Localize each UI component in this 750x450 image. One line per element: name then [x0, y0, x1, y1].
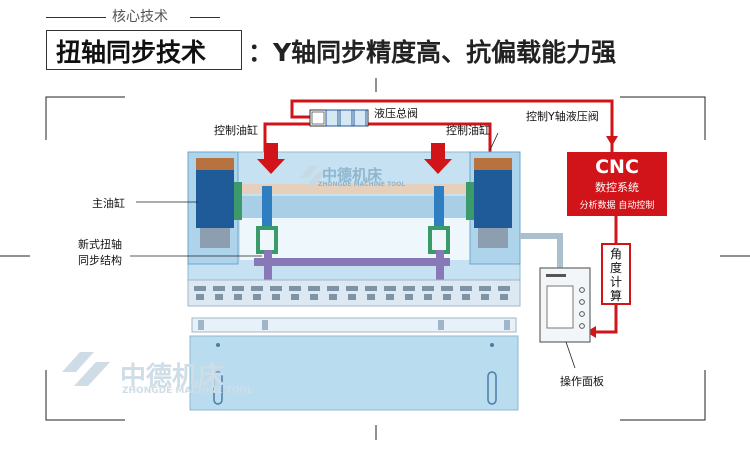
clamp-block [196, 294, 204, 300]
clamp-bar [187, 279, 521, 307]
right-main-cylinder [466, 158, 512, 248]
angle-calc-char: 计 [609, 275, 622, 289]
angle-calc-box: 角 度 计 算 [601, 243, 631, 305]
clamp-block [481, 294, 489, 300]
clamp-block [329, 294, 337, 300]
clamp-block [443, 294, 451, 300]
clamp-block [234, 294, 242, 300]
clamp-slot [498, 286, 510, 291]
clamp-block [272, 294, 280, 300]
label-torsion-line1: 新式扭轴 [78, 238, 122, 251]
clamp-slot [346, 286, 358, 291]
clamp-slot [270, 286, 282, 291]
clamp-block [253, 294, 261, 300]
label-torsion-line2: 同步结构 [78, 254, 122, 267]
clamp-block [310, 294, 318, 300]
clamp-slot [479, 286, 491, 291]
title-box [46, 30, 242, 70]
clamp-block [215, 294, 223, 300]
cnc-box: CNC 数控系统 分析数据 自动控制 [567, 152, 667, 216]
watermark-cn-large: 中德机床 [120, 362, 225, 392]
clamp-slot [441, 286, 453, 291]
tag-line-right [190, 17, 220, 18]
left-main-cylinder [196, 158, 242, 248]
hydraulic-lines [263, 99, 618, 334]
clamp-block [367, 294, 375, 300]
clamp-slot [460, 286, 472, 291]
clamp-block [500, 294, 508, 300]
title-rest: ：Y轴同步精度高、抗偏载能力强 [248, 38, 617, 67]
clamp-block [386, 294, 394, 300]
arrow-to-cnc [606, 136, 618, 146]
clamp-block [405, 294, 413, 300]
clamp-block [348, 294, 356, 300]
clamp-slot [251, 286, 263, 291]
tag-line-left [46, 17, 106, 18]
clamp-block [424, 294, 432, 300]
label-control-cylinder-right: 控制油缸 [446, 124, 490, 137]
clamp-slot [384, 286, 396, 291]
main-valve-block [309, 109, 369, 127]
label-control-cylinder-left: 控制油缸 [214, 124, 258, 137]
label-main-cylinder: 主油缸 [92, 197, 125, 210]
corner-brackets [0, 78, 750, 440]
angle-calc-char: 角 [609, 247, 622, 261]
clamp-slot [308, 286, 320, 291]
clamp-block [291, 294, 299, 300]
watermark-en-large: ZHONGDE MACHINE TOOL [122, 386, 253, 396]
arrow-to-panel [586, 326, 596, 338]
cnc-title: CNC [595, 156, 639, 178]
label-y-axis-valve: 控制Y轴液压阀 [526, 110, 599, 123]
tool-holder [191, 317, 517, 333]
clamp-slot [403, 286, 415, 291]
label-operation-panel: 操作面板 [560, 375, 604, 388]
beam-stripe [240, 184, 472, 194]
angle-calc-char: 度 [609, 261, 622, 275]
lower-table [189, 335, 519, 411]
control-arrows [257, 143, 452, 174]
clamp-slot [232, 286, 244, 291]
label-main-valve: 液压总阀 [374, 107, 418, 120]
clamp-slot [213, 286, 225, 291]
cnc-subtitle: 数控系统 [595, 181, 639, 194]
clamp-slot [365, 286, 377, 291]
clamp-block [462, 294, 470, 300]
section-tag: 核心技术 [108, 6, 172, 26]
clamp-slot [327, 286, 339, 291]
watermark-cn-small: 中德机床 [322, 166, 383, 184]
torsion-shaft [254, 258, 450, 266]
watermark-en-small: ZHONGDE MACHINE TOOL [318, 181, 406, 188]
beam-band [240, 196, 472, 218]
clamp-slot [289, 286, 301, 291]
watermark-logo [62, 166, 326, 386]
operation-panel-device [539, 267, 591, 343]
title-boxed: 扭轴同步技术 [56, 38, 207, 67]
clamp-slot [422, 286, 434, 291]
panel-cable [520, 233, 563, 268]
cnc-functions: 分析数据 自动控制 [579, 201, 655, 211]
angle-calc-char: 算 [609, 289, 622, 303]
clamp-slot [194, 286, 206, 291]
leader-lines [130, 132, 576, 369]
